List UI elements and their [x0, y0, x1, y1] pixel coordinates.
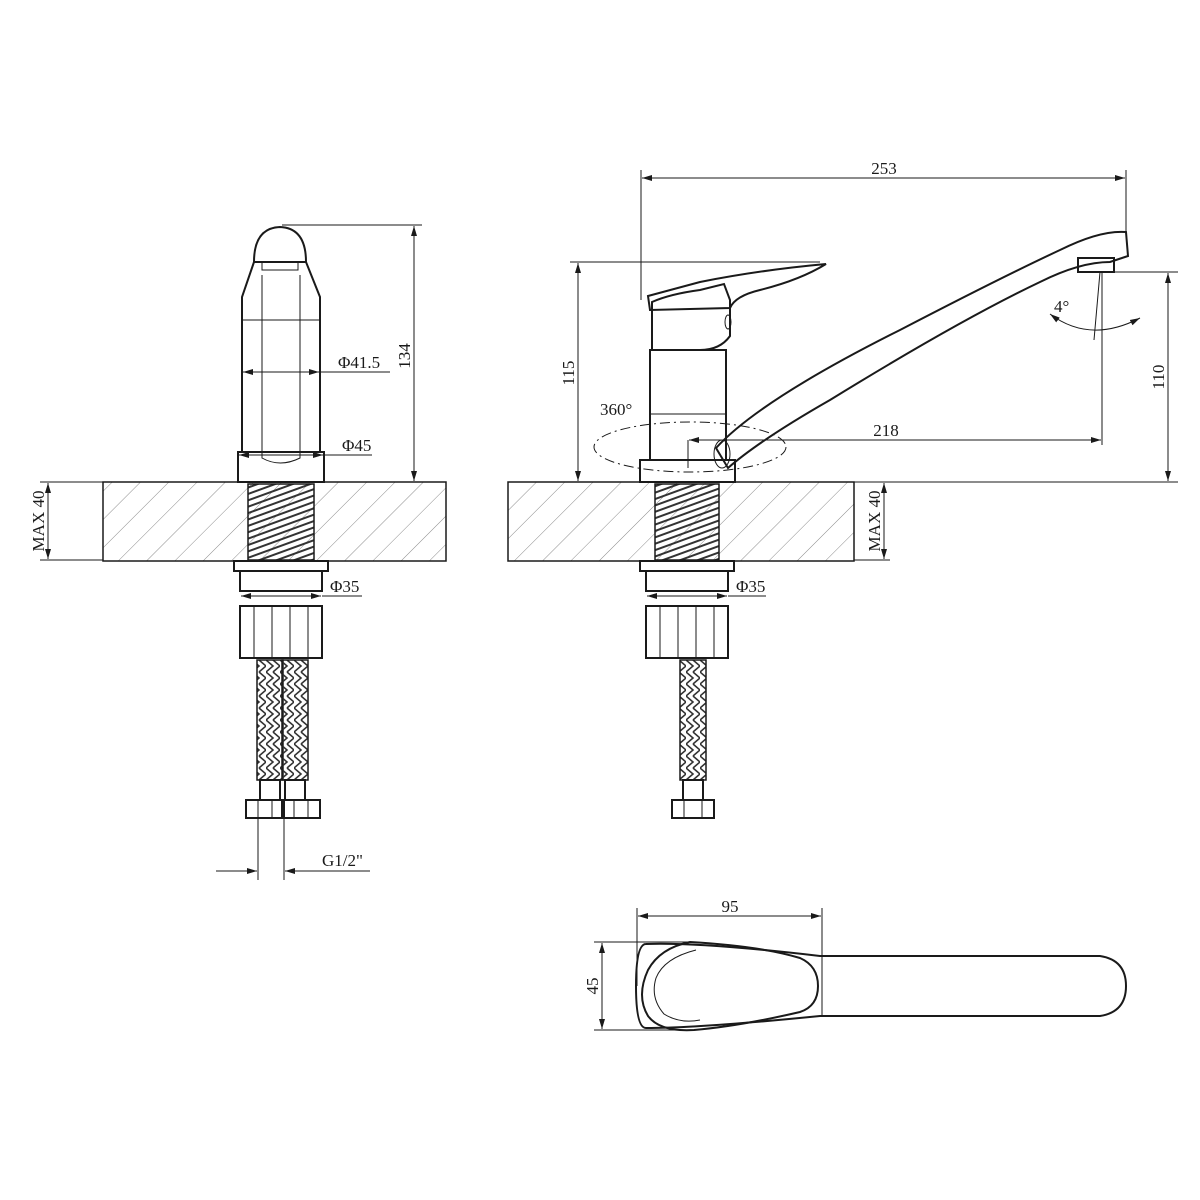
max-40-front-label: MAX 40 — [29, 491, 48, 552]
dimension-95: 95 — [636, 897, 823, 986]
reach-253-label: 253 — [871, 159, 897, 178]
height-134-label: 134 — [395, 343, 414, 369]
dimension-diameter-41-5: Φ41.5 — [243, 353, 390, 375]
top-view: 95 45 — [583, 897, 1128, 1032]
diameter-45-label: Φ45 — [342, 436, 371, 455]
rotation-indicator: 360° — [593, 400, 787, 473]
max-40-side-label: MAX 40 — [865, 491, 884, 552]
length-218-label: 218 — [873, 421, 899, 440]
threaded-shank-side — [654, 483, 720, 561]
front-view: 134 Φ41.5 Φ45 Φ35 MAX 40 — [29, 224, 447, 880]
height-110-label: 110 — [1149, 365, 1168, 390]
dimension-110: 110 — [854, 271, 1178, 483]
width-45-label: 45 — [583, 978, 602, 995]
dimension-max-40-side: MAX 40 — [854, 481, 890, 561]
dimension-diameter-35-side: Φ35 — [647, 577, 766, 599]
dimension-218: 218 — [689, 272, 1103, 445]
thread-g1-2-label: G1/2" — [322, 851, 363, 870]
faucet-body-front — [237, 225, 325, 483]
dimension-max-40-front: MAX 40 — [29, 481, 103, 561]
rotation-360-label: 360° — [600, 400, 632, 419]
dimension-diameter-45: Φ45 — [239, 436, 372, 458]
dimension-diameter-35-front: Φ35 — [241, 577, 362, 599]
handle-top — [634, 940, 1128, 1032]
height-115-label: 115 — [559, 361, 578, 386]
angle-4-label: 4° — [1054, 297, 1069, 316]
braided-hose-side — [671, 659, 715, 819]
dimension-253: 253 — [640, 159, 1127, 300]
diameter-41-5-label: Φ41.5 — [338, 353, 380, 372]
faucet-body-side — [639, 263, 827, 483]
side-view: 360° 253 21 — [507, 159, 1178, 819]
mounting-nut-side — [639, 560, 735, 659]
spout — [687, 230, 1130, 470]
diameter-35-side-label: Φ35 — [736, 577, 765, 596]
dimension-134: 134 — [282, 224, 422, 483]
braided-hoses-front — [245, 659, 321, 819]
length-95-label: 95 — [722, 897, 739, 916]
threaded-shank — [247, 483, 315, 561]
mounting-nut-front — [233, 560, 329, 659]
dimension-115: 115 — [559, 261, 820, 481]
dimension-angle-4: 4° — [1049, 271, 1141, 341]
dimension-45: 45 — [583, 941, 690, 1031]
diameter-35-front-label: Φ35 — [330, 577, 359, 596]
dimension-thread-g1-2: G1/2" — [216, 818, 370, 880]
